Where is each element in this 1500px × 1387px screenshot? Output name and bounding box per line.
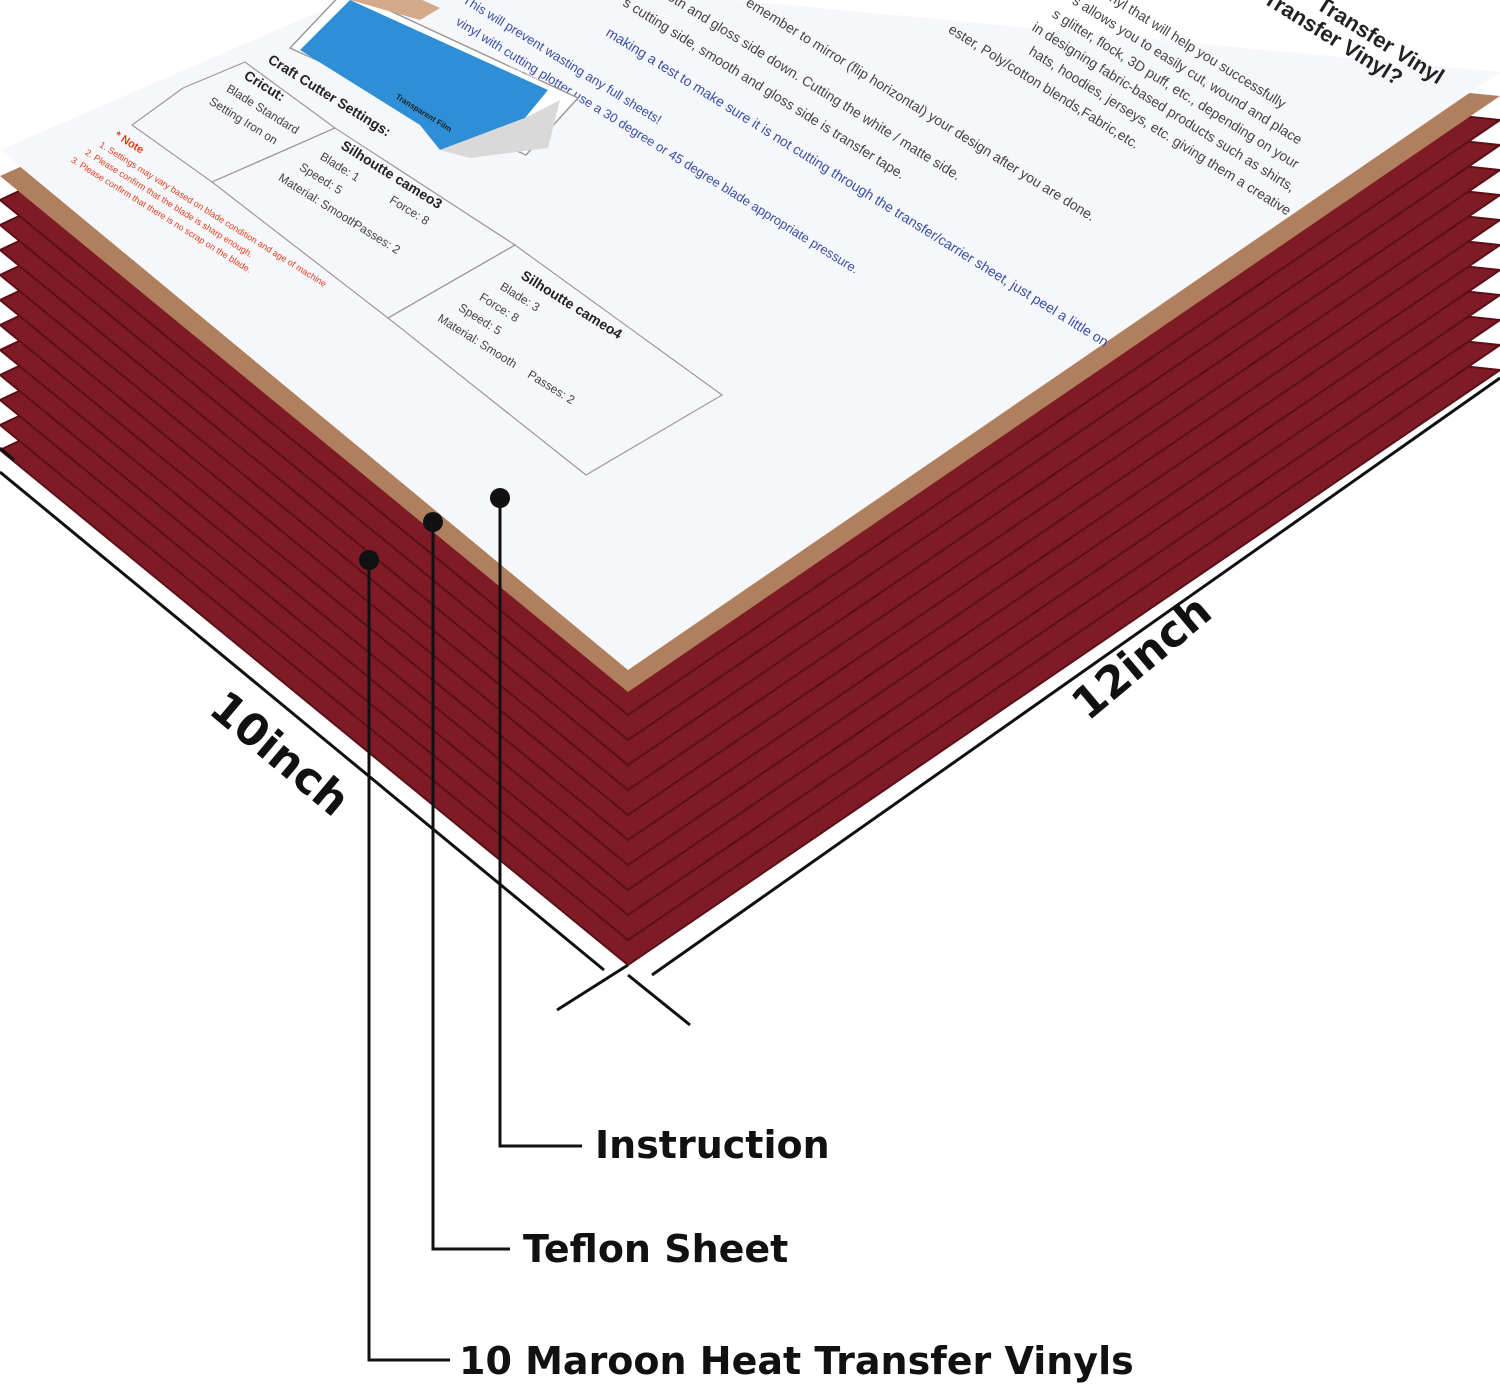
corner-tick-left <box>556 963 629 1012</box>
teflon-leader <box>431 522 510 1251</box>
vinyl-dot <box>359 550 379 570</box>
vinyl-leader <box>367 560 450 1362</box>
instruction-leader <box>498 498 582 1148</box>
dimension-lines <box>0 376 1500 1027</box>
instruction-dot <box>490 488 510 508</box>
instruction-label: Instruction <box>595 1123 830 1167</box>
teflon-dot <box>423 512 443 532</box>
width-dimension-line <box>0 470 605 972</box>
instruction-sheet <box>0 0 1500 670</box>
callout-leaders <box>367 498 582 1362</box>
callout-dots <box>359 488 510 570</box>
left-edge-tick <box>0 446 15 462</box>
corner-tick-right <box>627 973 691 1027</box>
cameo4-settings-box <box>386 244 724 476</box>
teflon-sheet-label: Teflon Sheet <box>523 1227 789 1271</box>
length-dimension-line <box>651 376 1500 977</box>
vinyl-sheets-label: 10 Maroon Heat Transfer Vinyls <box>459 1339 1134 1383</box>
